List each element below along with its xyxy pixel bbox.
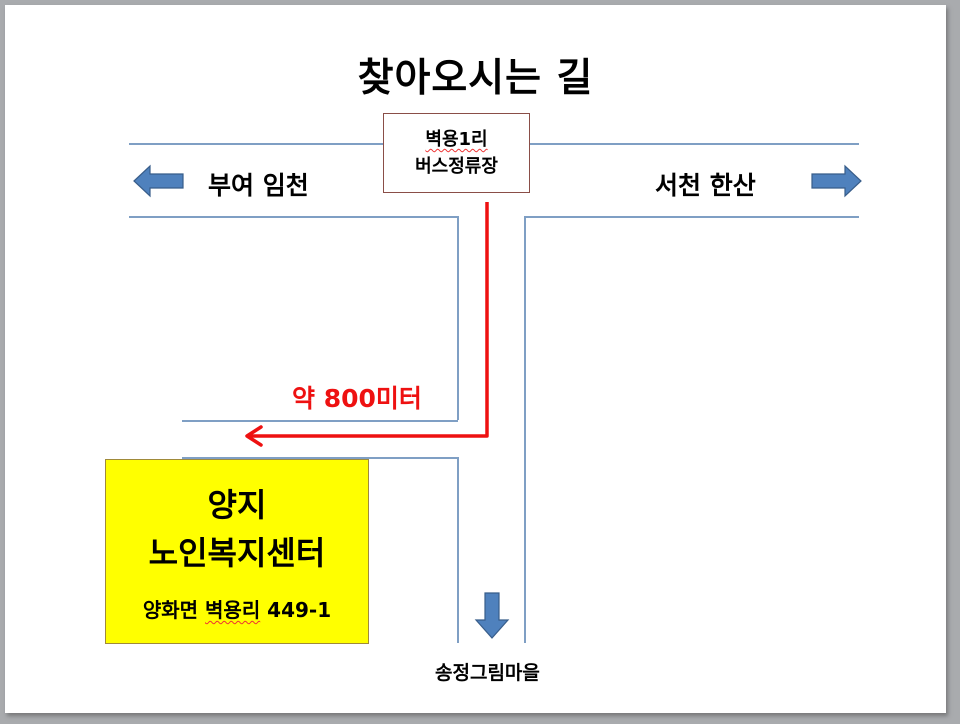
- arrow-right-icon: [811, 164, 862, 198]
- destination-address: 양화면 벽용리 449-1: [142, 598, 332, 622]
- bus-stop-line2: 버스정류장: [415, 156, 498, 177]
- page-title: 찾아오시는 길: [357, 56, 594, 101]
- road-bottom-edge-right: [524, 216, 859, 218]
- arrow-down-icon: [474, 592, 510, 639]
- slide: 찾아오시는 길 벽용1리 버스정류장 부여 임천 서천 한산 약 800미터 양…: [5, 5, 946, 713]
- side-road-top-edge: [182, 420, 458, 422]
- arrow-left-icon: [133, 164, 184, 198]
- bus-stop-line1: 벽용1리: [425, 129, 488, 150]
- destination-name-line2: 노인복지센터: [148, 534, 326, 572]
- distance-label: 약 800미터: [292, 384, 422, 413]
- road-vertical-right: [524, 216, 526, 643]
- destination-name-line1: 양지: [207, 486, 267, 524]
- road-top-edge-right: [529, 143, 859, 145]
- direction-right-label: 서천 한산: [655, 171, 756, 200]
- side-road-bottom-edge: [182, 457, 458, 459]
- road-vertical-left-upper: [457, 216, 459, 420]
- road-bottom-edge-left: [129, 216, 458, 218]
- direction-left-label: 부여 임천: [208, 171, 309, 200]
- direction-down-label: 송정그림마을: [435, 662, 540, 684]
- destination-box: 양지 노인복지센터 양화면 벽용리 449-1: [105, 459, 369, 644]
- road-top-edge-left: [129, 143, 383, 145]
- bus-stop-label: 벽용1리 버스정류장: [383, 113, 530, 193]
- road-vertical-left-lower: [457, 457, 459, 643]
- route-path: [245, 202, 489, 447]
